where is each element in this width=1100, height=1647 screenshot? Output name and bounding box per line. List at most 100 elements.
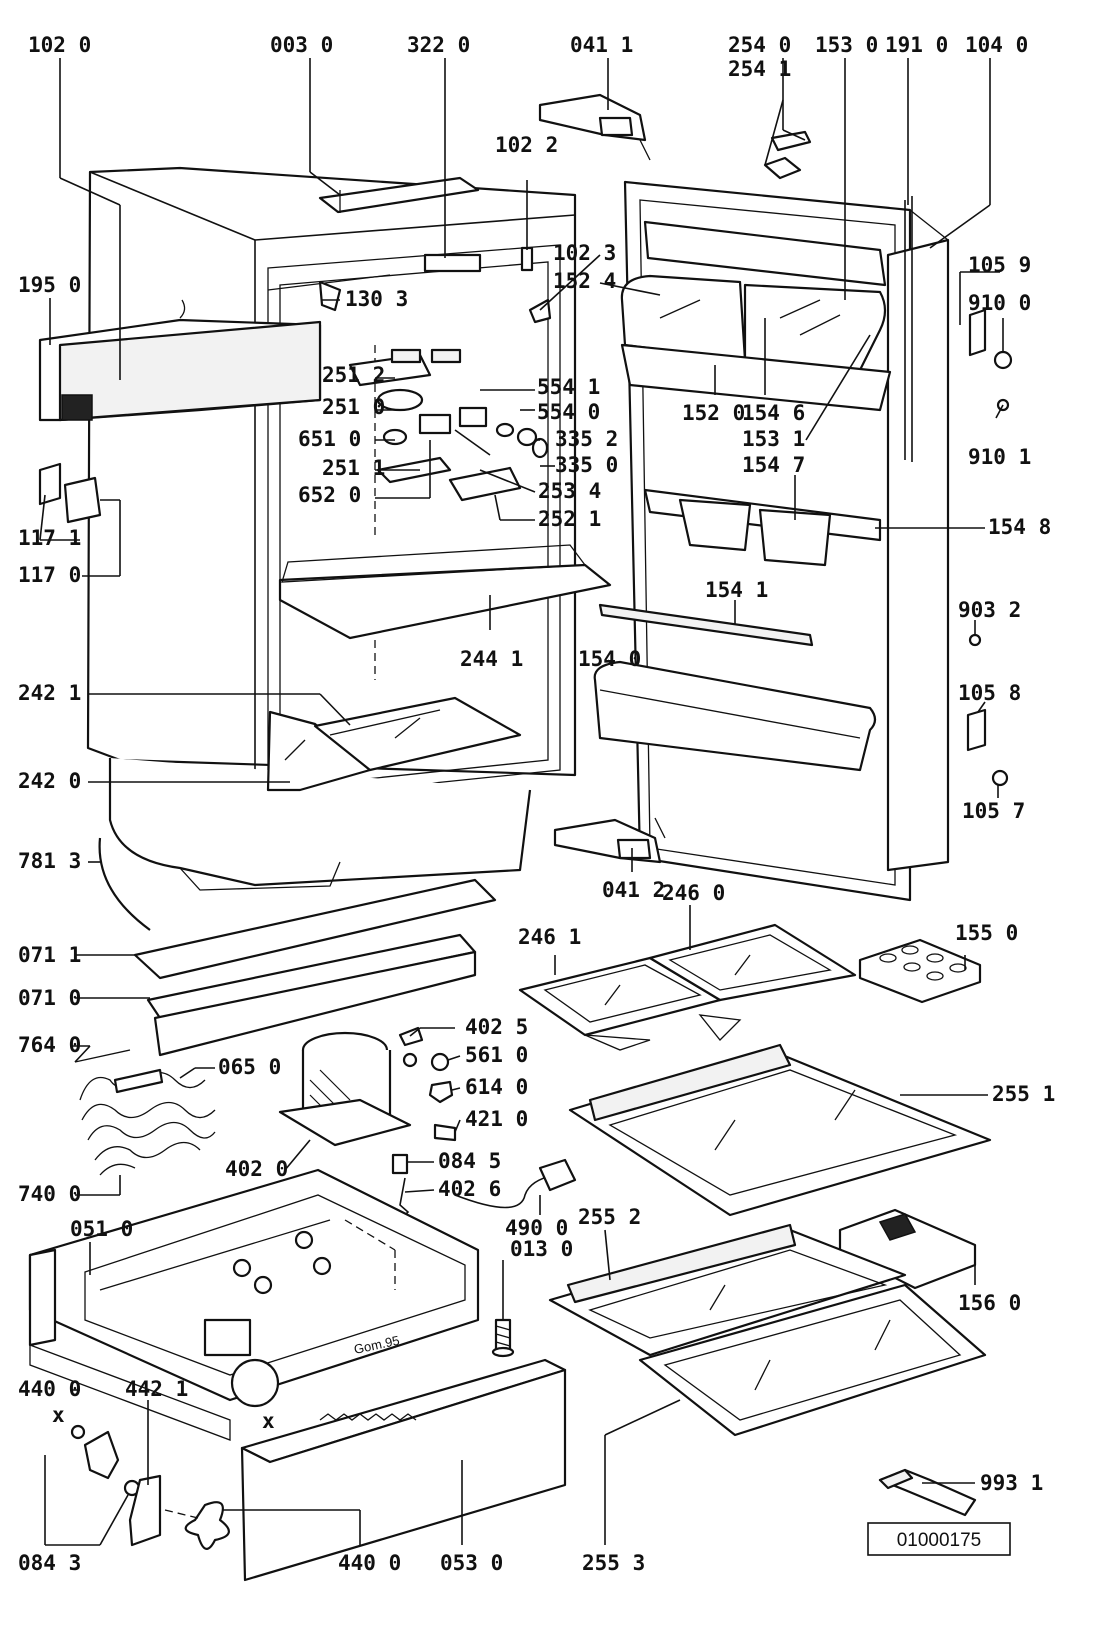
part-label: 554 1 (537, 375, 600, 399)
reference-code: 01000175 (897, 1530, 982, 1551)
part-label: 153 1 (742, 427, 805, 451)
part-label: 152 4 (553, 269, 616, 293)
part-label: 053 0 (440, 1551, 503, 1575)
part-label: 117 0 (18, 563, 81, 587)
part-label: 781 3 (18, 849, 81, 873)
part-label: 764 0 (18, 1033, 81, 1057)
part-label: 740 0 (18, 1182, 81, 1206)
part-label: 402 6 (438, 1177, 501, 1201)
bottom-hinge (553, 817, 666, 864)
fan-motor-assembly (70, 1424, 230, 1550)
marker-x: x (262, 1409, 275, 1433)
base-chassis (28, 1168, 480, 1441)
door-hardware (763, 130, 1013, 787)
control-panel (38, 299, 322, 422)
part-label: 154 6 (742, 401, 805, 425)
part-label: 003 0 (270, 33, 333, 57)
part-label: 402 0 (225, 1157, 288, 1181)
part-label: 105 8 (958, 681, 1021, 705)
part-label: 102 3 (553, 241, 616, 265)
part-label: 117 1 (18, 526, 81, 550)
part-label: 154 0 (578, 647, 641, 671)
glass-shelf-255-3 (638, 1283, 987, 1437)
compressor (278, 1031, 418, 1147)
part-label: 041 1 (570, 33, 633, 57)
part-label: 084 3 (18, 1551, 81, 1575)
part-label: 440 0 (18, 1377, 81, 1401)
part-label: 402 5 (465, 1015, 528, 1039)
part-label: 651 0 (298, 427, 361, 451)
part-label: 102 0 (28, 33, 91, 57)
part-label: 652 0 (298, 483, 361, 507)
part-label: 554 0 (537, 400, 600, 424)
ice-tray (838, 1208, 977, 1290)
base-strips (133, 878, 497, 1057)
glass-shelf-255-2 (548, 1223, 907, 1357)
part-label: 255 1 (992, 1082, 1055, 1106)
part-label: 440 0 (338, 1551, 401, 1575)
part-label: 013 0 (510, 1237, 573, 1261)
part-label: 442 1 (125, 1377, 188, 1401)
door (593, 180, 950, 902)
part-label: 051 0 (70, 1217, 133, 1241)
drain-hose (98, 837, 151, 931)
condenser-coil (74, 1049, 216, 1176)
part-label: 252 1 (538, 507, 601, 531)
part-label: 993 1 (980, 1471, 1043, 1495)
reference-box: 01000175 (867, 1522, 1011, 1556)
part-label: 903 2 (958, 598, 1021, 622)
part-label: 335 0 (555, 453, 618, 477)
part-labels: 102 0 003 0 322 0 041 1 254 0 254 1 153 … (18, 33, 1055, 1575)
part-label: 041 2 (602, 878, 665, 902)
part-label: 244 1 (460, 647, 523, 671)
thermostat-assembly (318, 246, 552, 502)
part-label: 614 0 (465, 1075, 528, 1099)
part-label: 071 0 (18, 986, 81, 1010)
part-label: 104 0 (965, 33, 1028, 57)
part-label: 154 8 (988, 515, 1051, 539)
part-label: 254 1 (728, 57, 791, 81)
part-label: 154 7 (742, 453, 805, 477)
kick-plate (240, 1358, 567, 1582)
part-label: 242 1 (18, 681, 81, 705)
part-label: 154 1 (705, 578, 768, 602)
part-label: 322 0 (407, 33, 470, 57)
part-label: 490 0 (505, 1216, 568, 1240)
part-label: 071 1 (18, 943, 81, 967)
part-label: 195 0 (18, 273, 81, 297)
part-label: 251 1 (322, 456, 385, 480)
glass-shelf-255-1 (568, 1043, 992, 1217)
part-label: 255 2 (578, 1205, 641, 1229)
part-label: 251 0 (322, 395, 385, 419)
part-label: 191 0 (885, 33, 948, 57)
part-label: 255 3 (582, 1551, 645, 1575)
part-label: 246 1 (518, 925, 581, 949)
part-label: 254 0 (728, 33, 791, 57)
part-label: 152 0 (682, 401, 745, 425)
leader-lines (39, 58, 1004, 1546)
screw (491, 1318, 515, 1358)
part-label: 421 0 (465, 1107, 528, 1131)
part-label: 153 0 (815, 33, 878, 57)
part-label: 105 9 (968, 253, 1031, 277)
part-label: 105 7 (962, 799, 1025, 823)
bracket-117 (38, 462, 102, 524)
part-label: 084 5 (438, 1149, 501, 1173)
part-label: 253 4 (538, 479, 601, 503)
part-label: 910 1 (968, 445, 1031, 469)
part-label: 561 0 (465, 1043, 528, 1067)
part-label: 156 0 (958, 1291, 1021, 1315)
part-label: 155 0 (955, 921, 1018, 945)
marker-x: x (52, 1403, 65, 1427)
ice-scraper (878, 1468, 977, 1517)
part-label: 102 2 (495, 133, 558, 157)
crisper-lids (518, 923, 857, 1051)
part-label: 335 2 (555, 427, 618, 451)
part-label: 910 0 (968, 291, 1031, 315)
part-label: 242 0 (18, 769, 81, 793)
cabinet (86, 166, 612, 891)
part-label: 246 0 (662, 881, 725, 905)
egg-tray (858, 938, 982, 1004)
